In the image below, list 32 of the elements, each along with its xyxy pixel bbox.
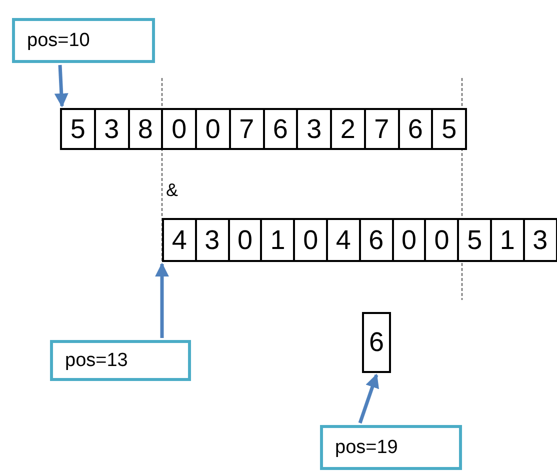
pointer-box: pos=19 [320,425,462,470]
array-cell: 7 [228,108,264,150]
array-cell: 0 [228,218,262,262]
array-cell: 0 [195,108,231,150]
array-cell: 3 [194,218,230,262]
pointer-box: pos=10 [12,18,155,63]
array-cell: 0 [424,218,460,262]
array-cell: 0 [392,218,426,262]
array-cell: 6 [398,108,434,150]
array-cell: 0 [293,218,328,262]
array-cell: 3 [296,108,332,150]
arrow [155,262,169,338]
array-cell: 8 [128,108,164,150]
operator-label: & [166,180,178,201]
array-cell: 4 [326,218,361,262]
array-cell: 0 [161,108,197,150]
result-cell: 6 [362,312,391,373]
array-cell: 1 [490,218,525,262]
array-cell: 6 [358,218,394,262]
array-cell: 2 [330,108,366,150]
array-cell: 1 [260,218,296,262]
array-cell: 7 [364,108,400,150]
array-cell: 4 [162,218,197,262]
arrow [54,64,68,108]
pointer-box: pos=13 [50,340,191,381]
array-cell: 3 [522,218,557,262]
array-cell: 5 [431,108,467,150]
array-cell: 5 [457,218,492,262]
array-cell: 6 [262,108,298,150]
arrow [358,374,380,424]
array-cell: 3 [94,108,130,150]
array-cell: 5 [60,108,96,150]
